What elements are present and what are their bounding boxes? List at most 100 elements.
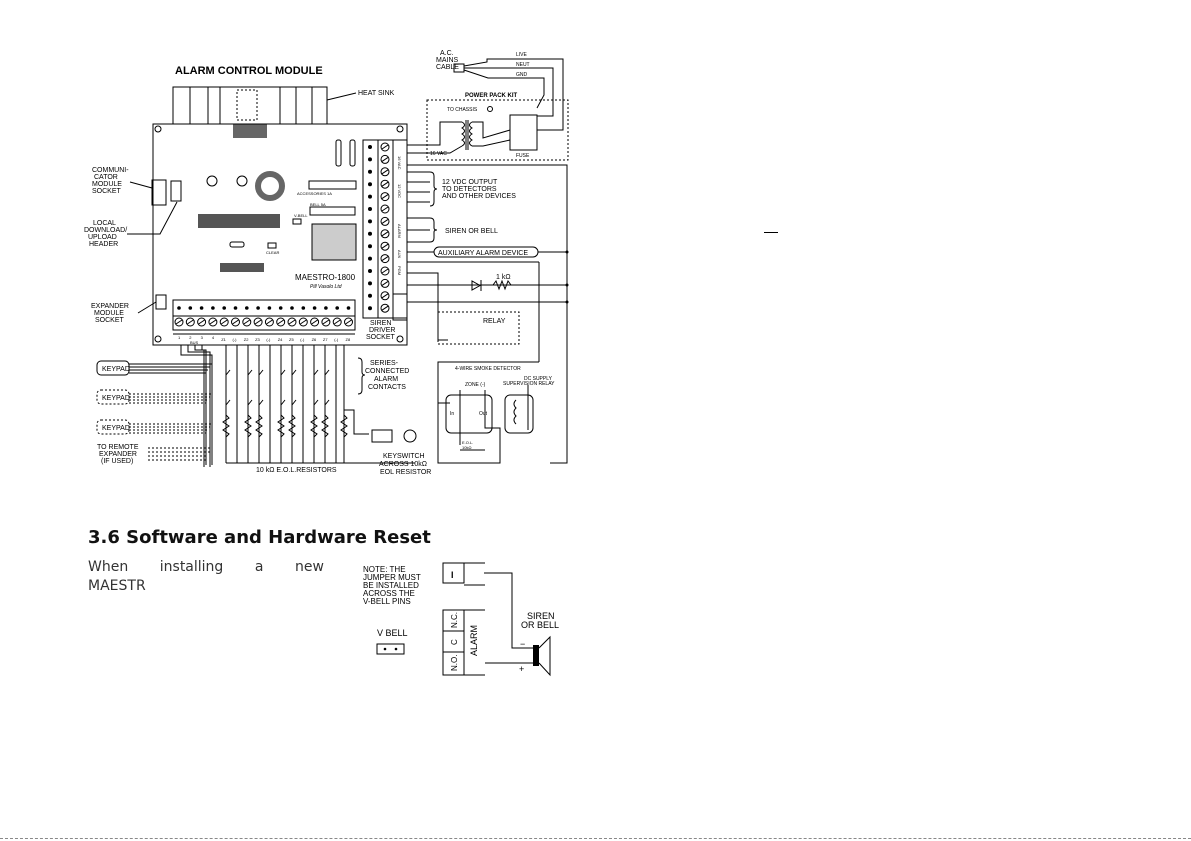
one-k-label: 1 kΩ — [496, 274, 511, 281]
live-label: LIVE — [516, 52, 528, 58]
section-heading: 3.6 Software and Hardware Reset — [88, 527, 431, 548]
zone-label: Z5 — [289, 337, 294, 342]
terminal-pin — [368, 219, 372, 224]
terminal-no-label: N.O. — [450, 655, 459, 671]
terminal-pin — [346, 306, 351, 310]
terminal-screw — [287, 317, 297, 327]
terminal-screw — [219, 317, 229, 327]
terminal-screw — [242, 317, 252, 327]
body-word: When — [88, 559, 129, 575]
terminal-pin — [368, 182, 372, 187]
body-line-2: MAESTR — [88, 578, 146, 594]
terminal-pin — [301, 306, 306, 310]
bus-terminal-label: 1 — [178, 335, 181, 340]
body-word: new — [295, 559, 324, 575]
terminal-screw — [380, 254, 390, 264]
vbell-small-label: V-BELL — [294, 213, 308, 218]
keypad-3-label: KEYPAD — [102, 425, 130, 432]
terminal-screw — [197, 317, 207, 327]
keypad-1-label: KEYPAD — [102, 366, 130, 373]
zone-wiring — [222, 345, 415, 464]
terminal-minus-label: I — [451, 570, 454, 580]
in-label: In — [450, 411, 454, 417]
terminal-pin — [368, 244, 372, 249]
eol-small-label: E.O.L.10kΩ — [462, 440, 473, 450]
alarm-label: ALARM — [469, 625, 479, 656]
terminal-pin — [222, 306, 226, 310]
siren-driver-socket — [392, 293, 408, 321]
smoke-detector-label: 4-WIRE SMOKE DETECTOR — [455, 366, 521, 372]
terminal-screw — [380, 204, 390, 214]
terminal-pin — [368, 231, 372, 236]
terminal-screw — [380, 241, 390, 251]
to-chassis-label: TO CHASSIS — [447, 107, 478, 113]
page-bottom-border — [0, 838, 1191, 839]
terminal-pin — [368, 169, 372, 174]
zone-label: Z6 — [312, 337, 317, 342]
vbell-label: V BELL — [377, 628, 408, 638]
underline-mark — [764, 232, 778, 233]
body-word: a — [254, 559, 264, 575]
terminal-pin — [335, 306, 340, 310]
terminal-label-vdc: 12 VDC — [397, 184, 402, 198]
gnd-label: GND — [516, 72, 528, 78]
eol-resistor — [310, 414, 318, 438]
bus-terminal-label: 3 — [201, 335, 204, 340]
alarm-contact — [225, 369, 231, 406]
terminal-screw — [276, 317, 286, 327]
terminal-label-aux: AUX — [397, 250, 402, 259]
alarm-contact — [313, 369, 319, 406]
terminal-pin — [278, 306, 283, 310]
right-terminal-block — [362, 139, 408, 319]
alarm-contact — [291, 369, 297, 406]
eol-resistor — [244, 414, 252, 438]
relay-label: RELAY — [483, 318, 506, 325]
clear-label: CLEAR — [266, 250, 279, 255]
terminal-nc-label: N.C. — [450, 612, 459, 628]
zone-label: Z7 — [323, 337, 328, 342]
power-pack-label: POWER PACK KIT — [465, 93, 518, 99]
terminal-c-label: C — [450, 639, 459, 645]
terminal-screw — [380, 266, 390, 276]
terminal-screw — [380, 179, 390, 189]
terminal-screw — [310, 317, 320, 327]
terminal-pin — [267, 306, 272, 310]
communicator-socket — [151, 179, 167, 206]
terminal-screw — [380, 154, 390, 164]
terminal-screw — [380, 216, 390, 226]
siren-bell-label: SIREN OR BELL — [445, 228, 498, 235]
alarm-contact — [247, 369, 253, 406]
zone-minus-label: ZONE (-) — [465, 382, 486, 388]
terminal-pin — [312, 306, 317, 310]
siren-icon — [533, 645, 539, 666]
diagram-title: ALARM CONTROL MODULE — [175, 65, 323, 77]
bus-label: BUS — [190, 340, 199, 345]
neut-label: NEUT — [516, 62, 530, 68]
terminal-screw — [332, 317, 342, 327]
terminal-screw — [380, 142, 390, 152]
terminal-screw — [264, 317, 274, 327]
terminal-screw — [380, 303, 390, 313]
terminal-screw — [208, 317, 218, 327]
zone-label: (-) — [233, 337, 238, 342]
terminal-pin — [233, 306, 238, 310]
terminal-label-vac: 16 VAC — [397, 156, 402, 170]
eol-resistor — [321, 414, 329, 438]
terminal-screw — [380, 229, 390, 239]
zone-label: (-) — [266, 337, 271, 342]
out-label: Out — [479, 411, 488, 417]
alarm-contact — [324, 369, 330, 406]
terminal-pin — [256, 306, 260, 310]
terminal-screw — [380, 291, 390, 301]
terminal-screw — [231, 317, 240, 327]
terminal-pin — [324, 306, 328, 310]
terminal-pin — [245, 306, 249, 310]
